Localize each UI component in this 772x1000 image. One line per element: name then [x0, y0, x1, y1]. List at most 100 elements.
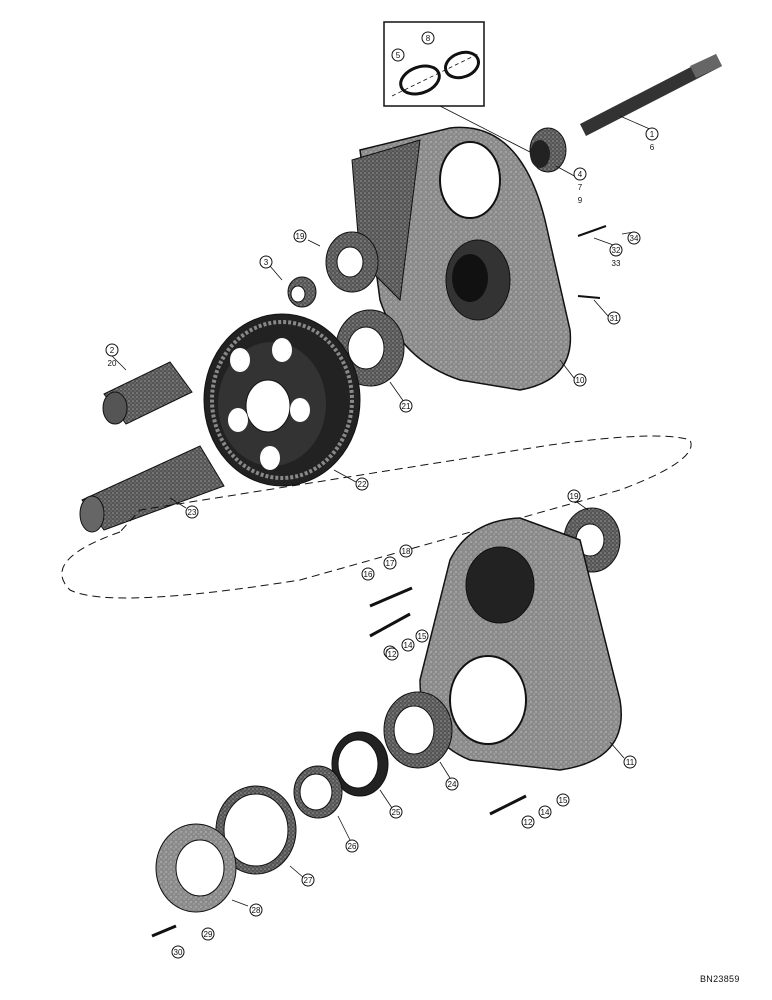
callout-circle — [391, 48, 405, 62]
small-bushing — [287, 276, 317, 308]
callout-circle — [345, 839, 359, 853]
callout-c22: 22 — [355, 477, 369, 491]
callout-circle — [573, 167, 587, 181]
callout-c34: 34 — [627, 231, 641, 245]
part-number: 15 — [418, 632, 427, 641]
callouts: 1658479343233193312201021222319181716131… — [105, 31, 659, 959]
bushing — [529, 127, 567, 173]
callout-circle — [249, 903, 263, 917]
part-number: 27 — [304, 876, 313, 885]
callout-circle — [627, 231, 641, 245]
callout-circle — [556, 793, 570, 807]
output-shaft — [79, 445, 225, 533]
part-number: 29 — [204, 930, 213, 939]
part-number: 30 — [174, 948, 183, 957]
callout-c15a: 15 — [415, 629, 429, 643]
callout-c18: 18 — [399, 544, 413, 558]
callout-c23: 23 — [185, 505, 199, 519]
callout-circle — [573, 373, 587, 387]
callout-c12a: 12 — [385, 647, 399, 661]
callout-circle — [645, 127, 659, 141]
part-number: 1 — [650, 130, 655, 139]
callout-circle — [259, 255, 273, 269]
part-number: 2 — [110, 346, 115, 355]
part-number: 15 — [559, 796, 568, 805]
callout-c3: 3 — [259, 255, 273, 269]
part-number: 14 — [404, 641, 413, 650]
part-number: 19 — [570, 492, 579, 501]
part-number: 32 — [612, 246, 621, 255]
callout-c15b: 15 — [556, 793, 570, 807]
callout-circle — [355, 477, 369, 491]
part-number: 25 — [392, 808, 401, 817]
callout-circle — [445, 777, 459, 791]
callout-c14a: 14 — [401, 638, 415, 652]
callout-circle — [538, 805, 552, 819]
callout-circle — [385, 647, 399, 661]
part-number: 12 — [388, 650, 397, 659]
part-number: 33 — [612, 259, 621, 268]
bearing-cover — [155, 823, 237, 913]
bolts — [151, 225, 607, 938]
drawing-number: BN23859 — [700, 974, 740, 984]
large-gear — [203, 313, 361, 487]
callout-circle — [293, 229, 307, 243]
part-number: 4 — [578, 170, 583, 179]
callout-c16: 16 — [361, 567, 375, 581]
callout-circle — [399, 399, 413, 413]
callout-circle — [389, 805, 403, 819]
callout-c11: 11 — [623, 755, 637, 769]
callout-circle — [171, 945, 185, 959]
part-number: 34 — [630, 234, 639, 243]
part-number: 28 — [252, 906, 261, 915]
part-number: 24 — [448, 780, 457, 789]
snap-ring-inset — [383, 21, 485, 107]
callout-c21: 21 — [399, 399, 413, 413]
callout-c5: 5 — [391, 48, 405, 62]
part-number: 20 — [108, 359, 117, 368]
callout-c24: 24 — [445, 777, 459, 791]
pinion-shaft — [102, 361, 193, 425]
part-number: 9 — [578, 196, 583, 205]
spacer-ring — [293, 765, 343, 819]
callout-c19b: 19 — [567, 489, 581, 503]
gasket — [215, 785, 297, 875]
part-number: 14 — [541, 808, 550, 817]
callout-circle — [383, 556, 397, 570]
callout-circle — [185, 505, 199, 519]
assembly-outline — [61, 435, 692, 599]
bearing-cup — [331, 731, 389, 797]
input-shaft — [580, 54, 722, 136]
callout-circle — [415, 629, 429, 643]
callout-c4: 4 7 9 — [573, 167, 587, 205]
callout-circle — [361, 567, 375, 581]
part-number: 18 — [402, 547, 411, 556]
part-number: 7 — [578, 183, 583, 192]
part-number: 16 — [364, 570, 373, 579]
part-number: 26 — [348, 842, 357, 851]
callout-circle — [421, 31, 435, 45]
callout-c31: 31 — [607, 311, 621, 325]
upper-housing — [351, 126, 572, 391]
callout-circle — [301, 873, 315, 887]
part-number: 6 — [650, 143, 655, 152]
upper-bearing — [325, 231, 379, 293]
part-number: 3 — [264, 258, 269, 267]
callout-circle — [201, 927, 215, 941]
part-number: 17 — [386, 559, 395, 568]
callout-circle — [401, 638, 415, 652]
callout-circle — [607, 311, 621, 325]
callout-c26: 26 — [345, 839, 359, 853]
callout-c25: 25 — [389, 805, 403, 819]
callout-c10: 10 — [573, 373, 587, 387]
part-number: 8 — [426, 34, 431, 43]
callout-c30: 30 — [171, 945, 185, 959]
callout-c2: 220 — [105, 343, 119, 368]
callout-circle — [609, 243, 623, 257]
callout-c19a: 19 — [293, 229, 307, 243]
part-number: 19 — [296, 232, 305, 241]
part-number: 5 — [396, 51, 401, 60]
callout-c28: 28 — [249, 903, 263, 917]
callout-c17: 17 — [383, 556, 397, 570]
callout-c14b: 14 — [538, 805, 552, 819]
